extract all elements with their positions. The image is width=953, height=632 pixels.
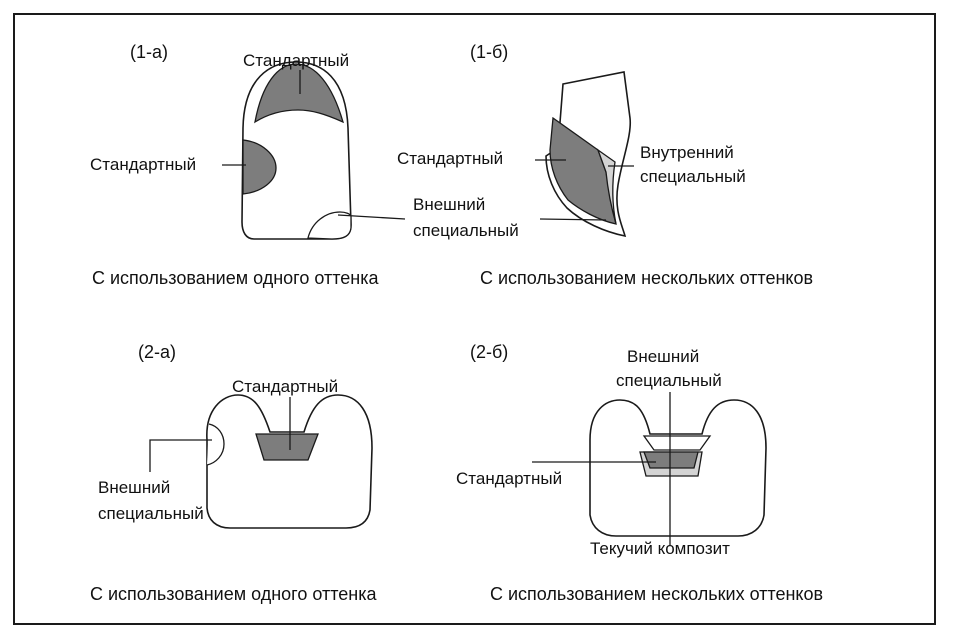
panel-1a-label-standard-left: Стандартный — [90, 155, 196, 174]
panel-2a-label-standard: Стандартный — [232, 377, 338, 396]
panel-2a-caption: С использованием одного оттенка — [90, 584, 377, 604]
panel-2b-label-standard: Стандартный — [456, 469, 562, 488]
panel-2b-standard — [644, 452, 698, 468]
panel-2b: (2-б) Внешний специальный Стандартный Те… — [456, 342, 823, 604]
panel-2a: (2-а) Стандартный Внешний специальный С … — [90, 342, 377, 604]
panel-2b-label-flowable: Текучий композит — [590, 539, 730, 558]
panel-1a-label-standard-top: Стандартный — [243, 51, 349, 70]
panel-1a-caption: С использованием одного оттенка — [92, 268, 379, 288]
panel-1b-tag: (1-б) — [470, 42, 508, 62]
panel-1a-label-outer-line1: Внешний — [413, 195, 485, 214]
panel-2b-outer-special — [644, 436, 710, 450]
panel-2a-standard — [256, 434, 318, 460]
panel-1b-caption: С использованием нескольких оттенков — [480, 268, 813, 288]
panel-1a-tag: (1-а) — [130, 42, 168, 62]
panel-2b-tag: (2-б) — [470, 342, 508, 362]
panel-1b-label-inner-line2: специальный — [640, 167, 746, 186]
panel-1b-label-inner-line1: Внутренний — [640, 143, 734, 162]
panel-2a-label-outer-line1: Внешний — [98, 478, 170, 497]
panel-2b-label-outer-line1: Внешний — [627, 347, 699, 366]
panel-2b-label-outer-line2: специальный — [616, 371, 722, 390]
panel-2b-caption: С использованием нескольких оттенков — [490, 584, 823, 604]
panel-2a-tag: (2-а) — [138, 342, 176, 362]
panel-1a-label-outer-line2: специальный — [413, 221, 519, 240]
panel-2a-label-outer-line2: специальный — [98, 504, 204, 523]
panel-2a-leader-outer — [150, 440, 212, 472]
panel-1b-label-standard: Стандартный — [397, 149, 503, 168]
panel-1b: (1-б) Стандартный Внутренний специальный… — [397, 42, 813, 288]
